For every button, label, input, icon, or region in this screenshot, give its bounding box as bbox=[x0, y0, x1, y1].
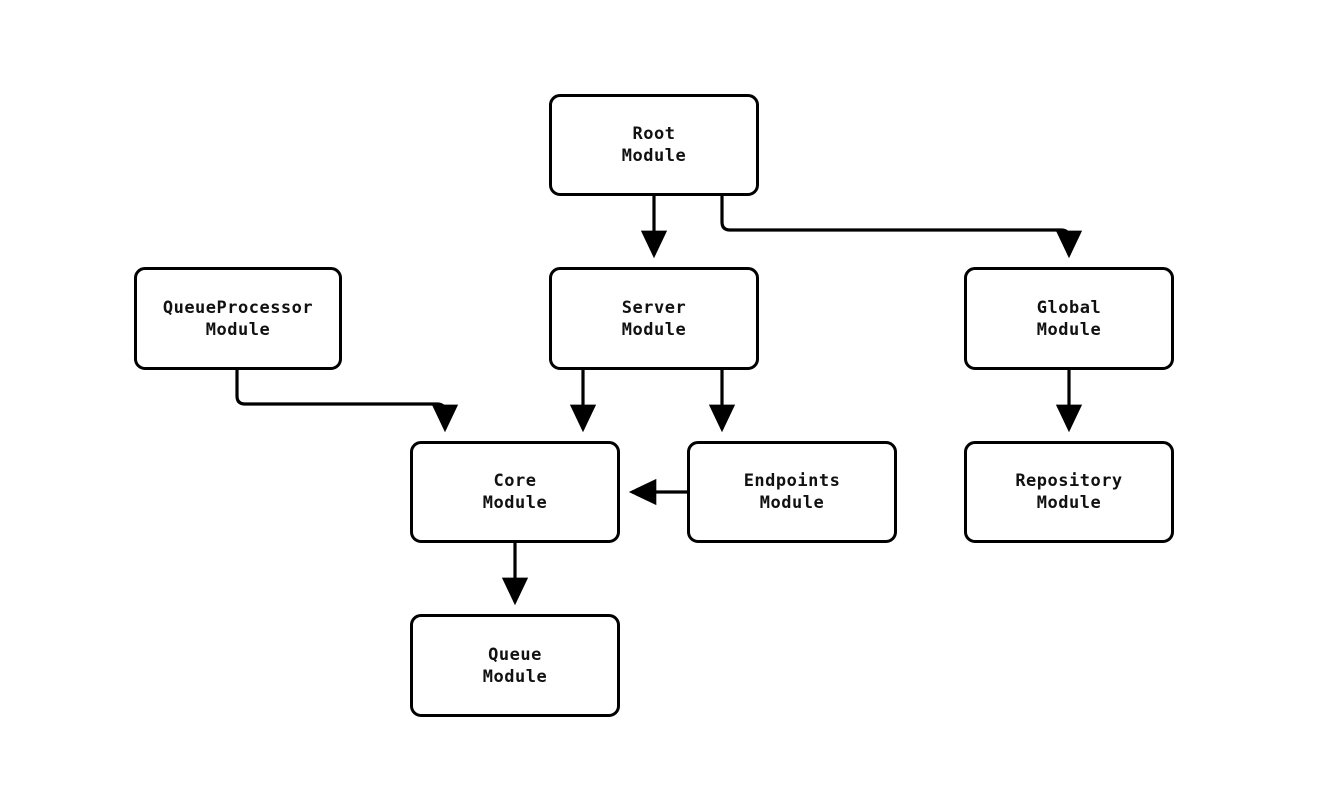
node-root[interactable]: Root Module bbox=[549, 94, 759, 196]
node-endpoints-line2: Module bbox=[759, 493, 825, 513]
node-core[interactable]: Core Module bbox=[410, 441, 620, 543]
node-global[interactable]: Global Module bbox=[964, 267, 1174, 370]
node-endpoints[interactable]: Endpoints Module bbox=[687, 441, 897, 543]
node-queueprocessor-line1: QueueProcessor bbox=[162, 297, 314, 318]
node-server-line1: Server bbox=[621, 297, 687, 318]
node-endpoints-line1: Endpoints bbox=[743, 471, 841, 491]
node-server[interactable]: Server Module bbox=[549, 267, 759, 370]
node-global-line1: Global bbox=[1036, 297, 1102, 318]
node-core-line1: Core bbox=[493, 471, 537, 491]
node-core-line2: Module bbox=[482, 493, 548, 513]
node-root-line2: Module bbox=[621, 146, 687, 166]
node-server-line2: Module bbox=[621, 319, 687, 340]
node-queue-line2: Module bbox=[482, 666, 548, 687]
node-repository[interactable]: Repository Module bbox=[964, 441, 1174, 543]
node-queue-line1: Queue bbox=[488, 644, 542, 665]
node-global-line2: Module bbox=[1036, 319, 1102, 340]
node-queue[interactable]: Queue Module bbox=[410, 614, 620, 717]
node-repository-line1: Repository bbox=[1015, 471, 1123, 491]
edge-queueprocessor-to-core bbox=[235, 370, 459, 433]
node-queueprocessor-line2: Module bbox=[205, 319, 271, 340]
edge-root-to-global bbox=[720, 196, 1083, 259]
node-root-line1: Root bbox=[632, 124, 676, 144]
node-queueprocessor[interactable]: QueueProcessor Module bbox=[134, 267, 342, 370]
node-repository-line2: Module bbox=[1036, 493, 1102, 513]
